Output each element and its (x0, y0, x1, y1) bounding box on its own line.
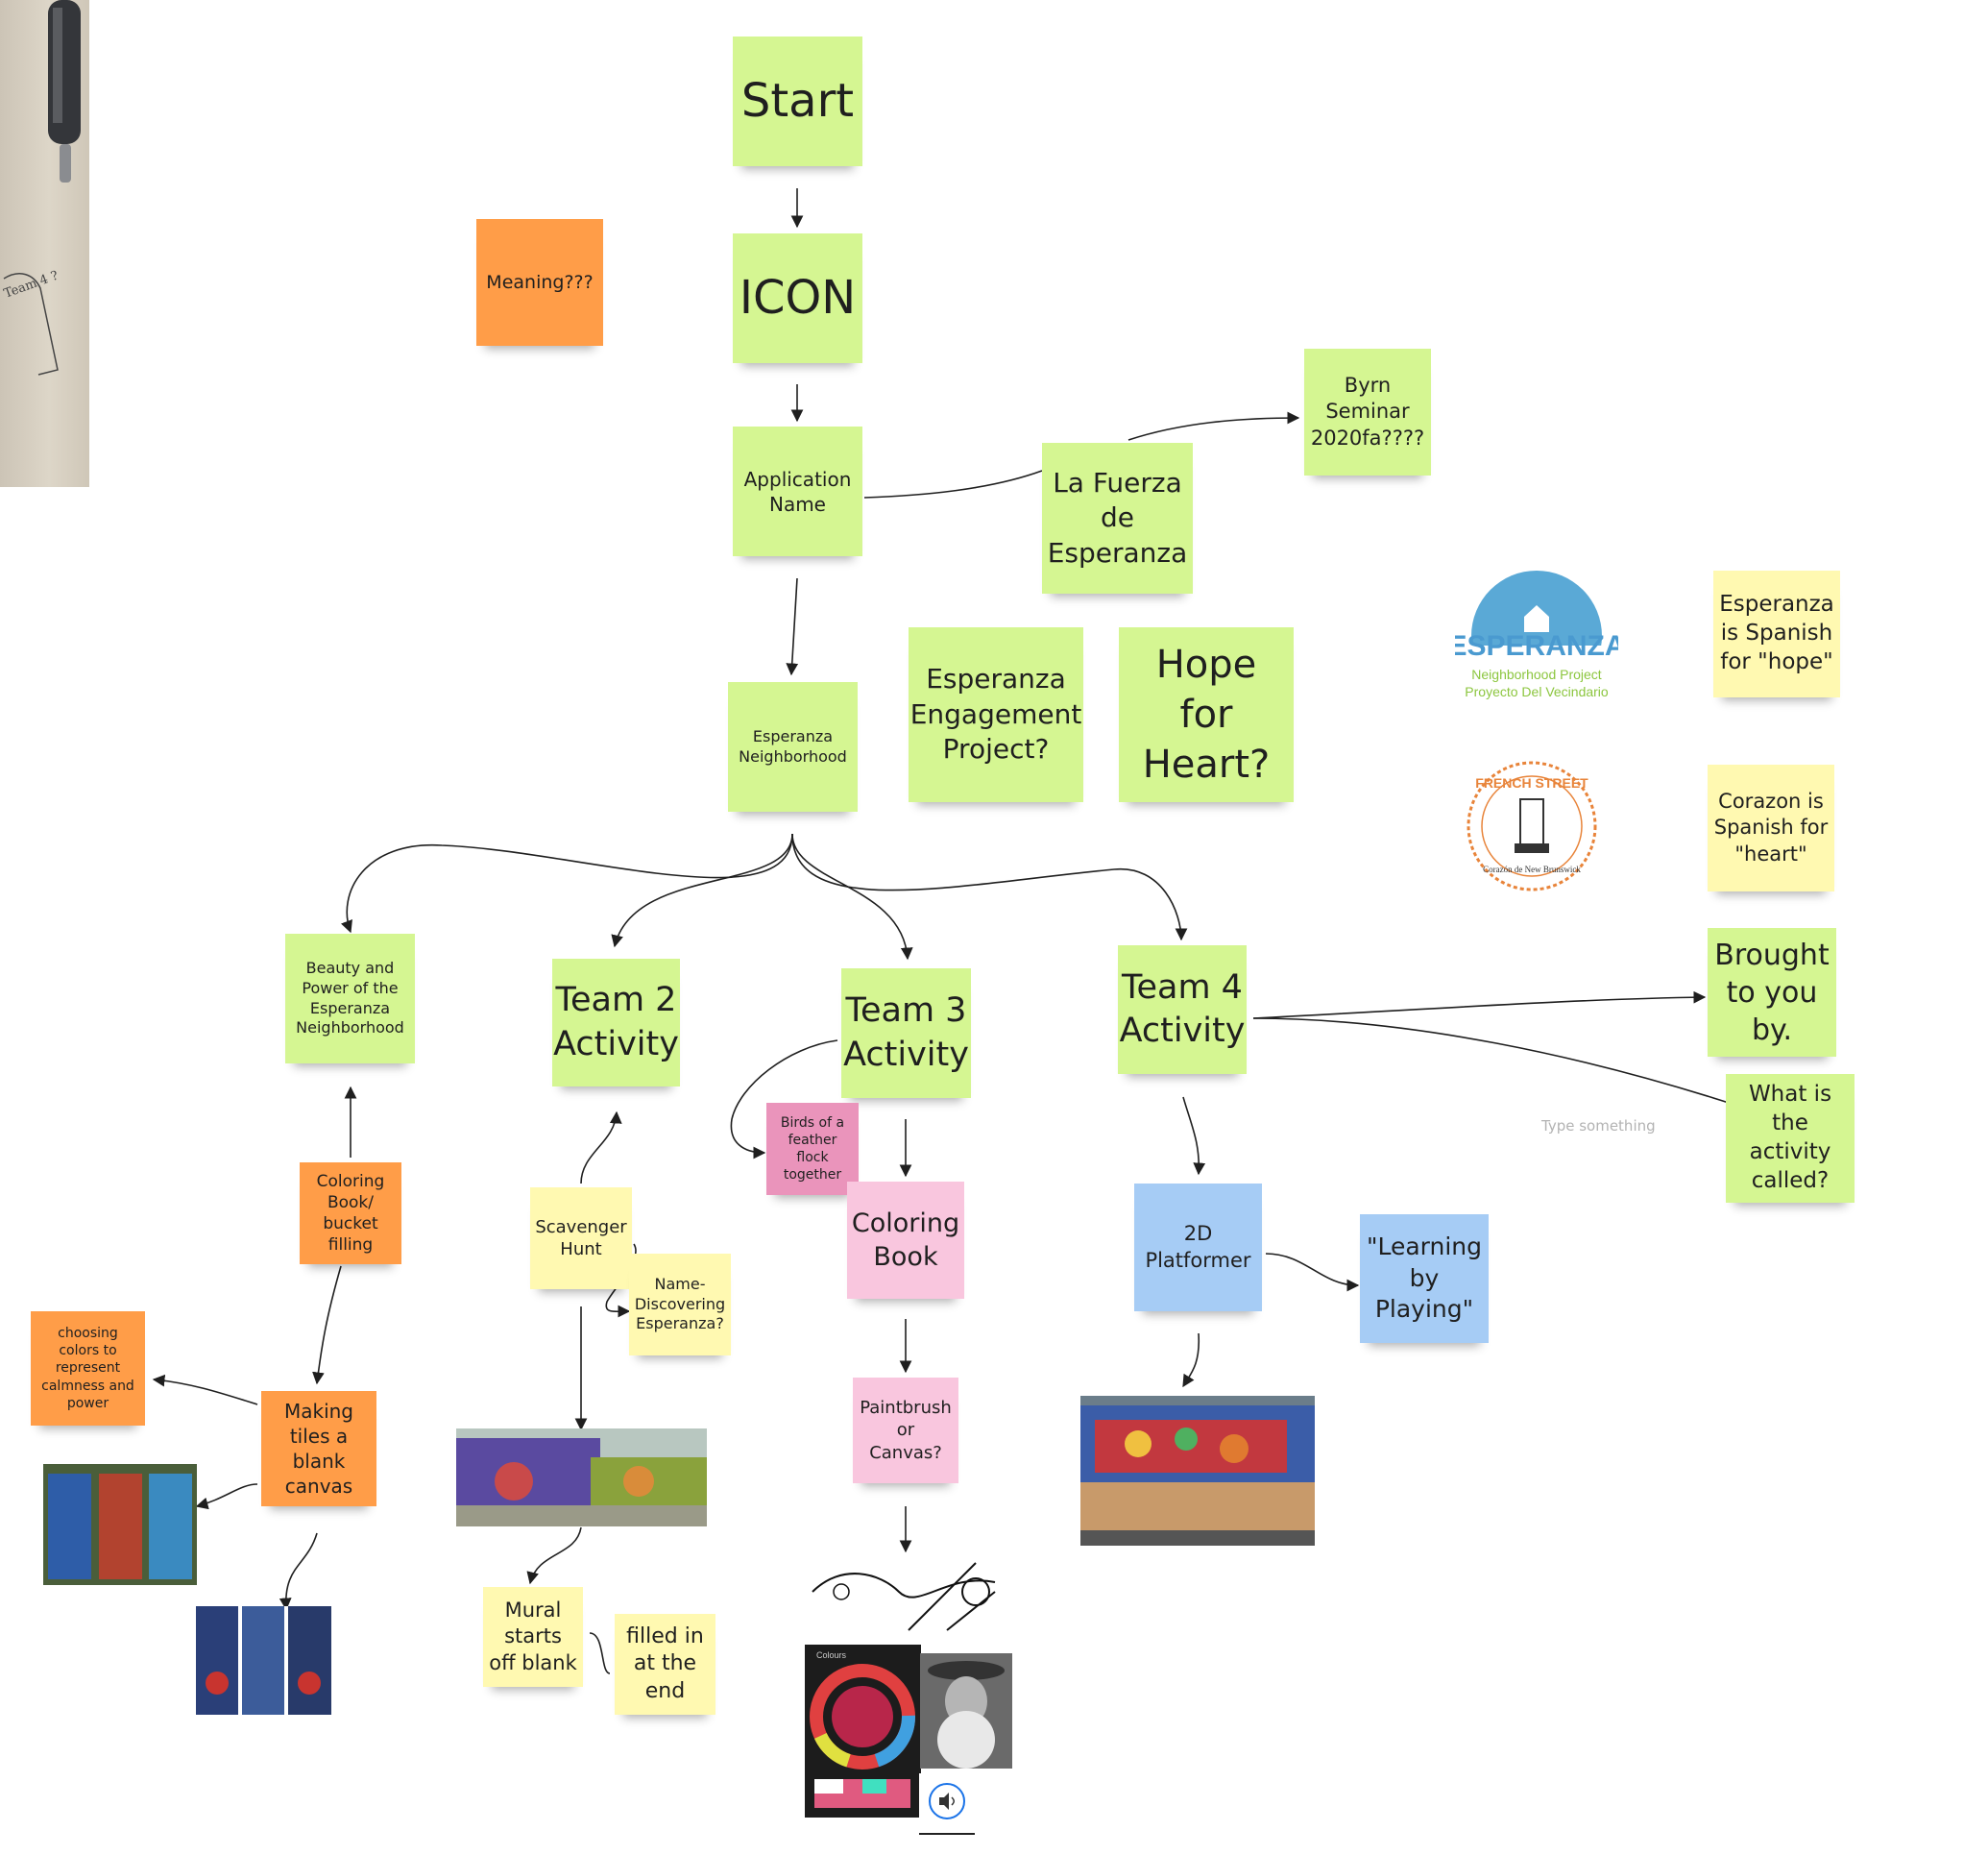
note-team3-activity[interactable]: Team 3 Activity (841, 968, 971, 1098)
note-coloring-book[interactable]: Coloring Book (847, 1182, 964, 1299)
coloring-sketch-image[interactable] (803, 1553, 1009, 1635)
connector-tiles-photo (195, 1483, 258, 1510)
note-making-tiles[interactable]: Making tiles a blank canvas (261, 1391, 376, 1506)
connector-lafuerza-byrn (1127, 411, 1300, 441)
speaker-button[interactable] (919, 1773, 975, 1835)
connector-app-lafuerza (863, 470, 1043, 499)
note-choosing-colors[interactable]: choosing colors to represent calmness an… (31, 1311, 145, 1426)
note-meaning[interactable]: Meaning??? (476, 219, 603, 346)
connector-hub-team4 (791, 833, 1188, 941)
connector-mural-blank (526, 1526, 582, 1585)
note-name-discovering[interactable]: Name-Discovering Esperanza? (629, 1254, 731, 1355)
mural-photo-team4[interactable] (1080, 1396, 1315, 1546)
connector-tiles-photo2 (279, 1532, 318, 1611)
connector-hub-beauty (340, 833, 793, 934)
note-beauty-power[interactable]: Beauty and Power of the Esperanza Neighb… (285, 934, 415, 1063)
note-paintbrush-canvas[interactable]: Paintbrush or Canvas? (853, 1378, 958, 1483)
svg-text:Neighborhood Project: Neighborhood Project (1471, 667, 1602, 682)
note-application-name[interactable]: Application Name (733, 427, 862, 556)
connector-scavenger-team2 (580, 1111, 622, 1184)
note-mural-blank[interactable]: Mural starts off blank (483, 1587, 583, 1687)
speaker-icon (929, 1783, 965, 1819)
whiteboard-photo[interactable]: Team 4 ? (0, 0, 89, 487)
svg-text:Team 4 ?: Team 4 ? (2, 268, 61, 301)
type-something-hint[interactable]: Type something (1541, 1117, 1656, 1135)
note-activity-called[interactable]: What is the activity called? (1726, 1074, 1855, 1203)
note-engagement-project[interactable]: Esperanza Engagement Project? (909, 627, 1083, 802)
note-brought-to-you[interactable]: Brought to you by. (1708, 928, 1836, 1057)
tile-photos-1[interactable] (43, 1464, 197, 1585)
note-learning-by-playing[interactable]: "Learning by Playing" (1360, 1214, 1489, 1343)
note-filled-in[interactable]: filled in at the end (615, 1614, 715, 1715)
connector-team4-platformer (1182, 1096, 1206, 1176)
svg-text:FRENCH STREET: FRENCH STREET (1475, 775, 1588, 791)
portrait-photo[interactable] (920, 1653, 1012, 1769)
connector-platformer-learning (1265, 1253, 1360, 1292)
connector-team4-called (1252, 1017, 1730, 1104)
svg-text:Corazón de New Brunswick: Corazón de New Brunswick (1483, 865, 1581, 874)
note-byrn-seminar[interactable]: Byrn Seminar 2020fa???? (1304, 349, 1431, 476)
note-birds-of-feather[interactable]: Birds of a feather flock together (766, 1103, 859, 1195)
note-esperanza-neighborhood[interactable]: Esperanza Neighborhood (728, 682, 858, 812)
note-team4-activity[interactable]: Team 4 Activity (1118, 945, 1247, 1074)
note-esperanza-spanish[interactable]: Esperanza is Spanish for "hope" (1713, 571, 1840, 697)
connector-platformer-mural (1182, 1332, 1200, 1388)
note-coloring-bucket[interactable]: Coloring Book/ bucket filling (300, 1162, 401, 1264)
french-street-logo[interactable]: FRENCH STREET Corazón de New Brunswick (1465, 759, 1599, 893)
connector-hub-team2 (611, 833, 793, 948)
connector-bucket-tiles (312, 1265, 342, 1385)
connector-team4-brought (1252, 990, 1707, 1019)
note-corazon-spanish[interactable]: Corazon is Spanish for "heart" (1708, 765, 1834, 891)
note-la-fuerza[interactable]: La Fuerza de Esperanza (1042, 443, 1193, 594)
note-scavenger-hunt[interactable]: Scavenger Hunt (530, 1187, 632, 1289)
note-hope-for-heart[interactable]: Hope for Heart? (1119, 627, 1294, 802)
esperanza-logo[interactable]: ESPERANZA Neighborhood Project Proyecto … (1455, 569, 1618, 713)
svg-text:Proyecto Del Vecindario: Proyecto Del Vecindario (1465, 684, 1609, 699)
svg-text:Colours: Colours (816, 1650, 847, 1660)
note-start[interactable]: Start (733, 37, 862, 166)
mural-blank-photo[interactable] (456, 1428, 707, 1526)
connector-filled-blank (589, 1632, 611, 1674)
house-icon (1524, 605, 1549, 632)
tile-photos-2[interactable] (196, 1606, 331, 1715)
connector-tiles-choosing (152, 1374, 258, 1405)
marker-icon: Team 4 ? (2, 0, 81, 376)
svg-text:ESPERANZA: ESPERANZA (1455, 630, 1618, 662)
connector-app-neighborhood (786, 577, 799, 676)
note-icon[interactable]: ICON (733, 233, 862, 363)
colour-picker-image[interactable]: Colours (805, 1645, 921, 1818)
note-2d-platformer[interactable]: 2D Platformer (1134, 1184, 1262, 1311)
note-team2-activity[interactable]: Team 2 Activity (552, 959, 680, 1086)
connector-hub-team3 (791, 833, 913, 961)
